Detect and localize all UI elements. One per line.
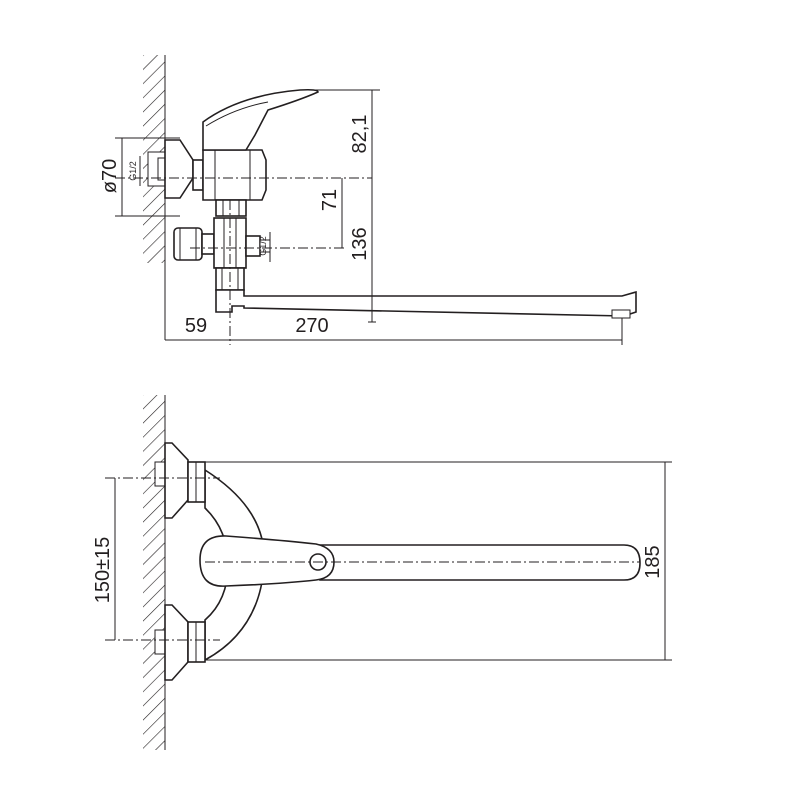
thread-side-label: G1/2 — [258, 236, 268, 256]
dim-overall-height-label: 136 — [349, 227, 371, 260]
dim-wall-offset-label: 59 — [185, 315, 207, 337]
dim-flange-diameter-label: ø70 — [99, 159, 121, 193]
mixer-body — [202, 149, 267, 217]
wall-side — [143, 55, 166, 340]
dim-outlet-height-label: 71 — [319, 189, 341, 211]
dim-center-distance-label: 150±15 — [92, 537, 114, 604]
wall-connector — [147, 139, 204, 199]
side-view: 82,1 71 136 ø70 G1/2 G1/2 — [99, 55, 637, 345]
thread-top-label: G1/2 — [128, 161, 138, 181]
dim-outlet-height: 71 — [319, 178, 343, 248]
upper-connector — [154, 442, 206, 519]
dim-flange-diameter: ø70 — [99, 137, 180, 217]
spout-side — [215, 289, 637, 319]
thread-side: G1/2 — [258, 232, 271, 262]
diverter-block — [173, 217, 271, 291]
lever-handle-top — [199, 535, 335, 587]
center-lines-top — [105, 477, 640, 641]
dim-lever-height-label: 82,1 — [349, 115, 371, 154]
top-view: 150±15 185 — [92, 395, 672, 750]
dim-lever-height: 82,1 — [310, 89, 380, 178]
dim-spout-length-label: 270 — [295, 315, 328, 337]
dim-overall-width-label: 185 — [642, 545, 664, 578]
dim-center-distance: 150±15 — [92, 478, 116, 640]
lever-handle — [202, 88, 319, 151]
dim-overall-width: 185 — [205, 461, 672, 661]
wall-top — [143, 395, 166, 750]
center-lines-side — [115, 177, 372, 345]
lower-connector — [154, 604, 206, 681]
dim-horizontal: 59 270 — [165, 315, 623, 345]
thread-top: G1/2 — [128, 156, 141, 186]
dim-overall-height: 136 — [349, 178, 376, 323]
